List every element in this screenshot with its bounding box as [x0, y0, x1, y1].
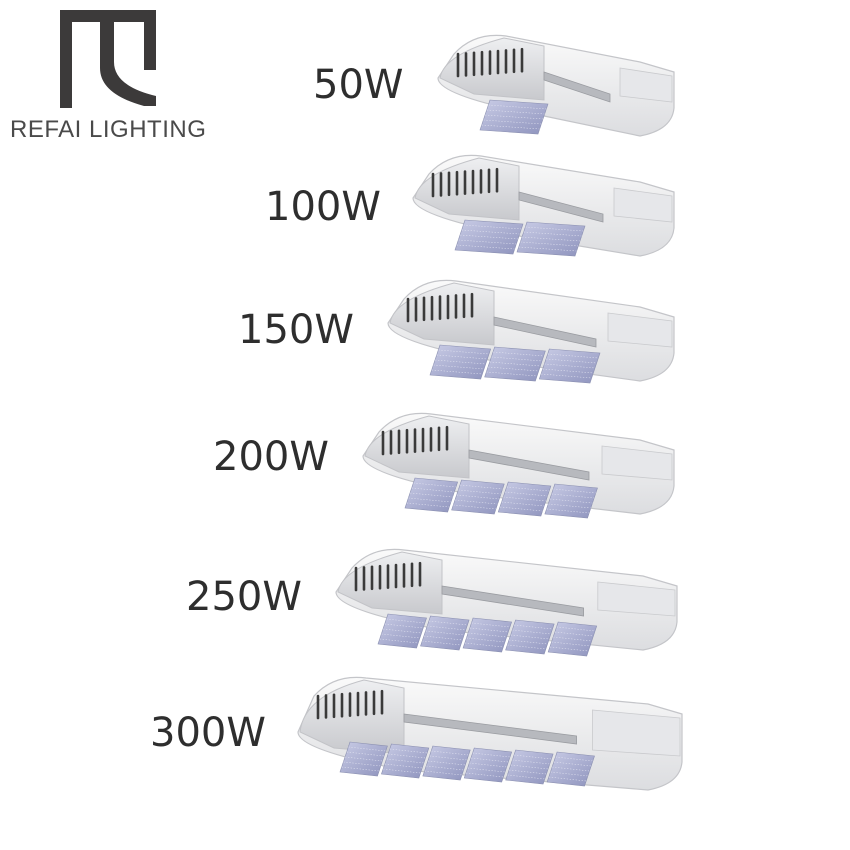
product-300w: 300W	[0, 664, 850, 792]
street-light-image	[387, 279, 675, 384]
brand-name: REFAI LIGHTING	[10, 116, 207, 143]
wattage-label: 250W	[186, 574, 302, 620]
street-light-image	[335, 548, 678, 657]
street-light-image	[412, 154, 675, 257]
wattage-label: 150W	[238, 307, 354, 353]
product-200w: 200W	[0, 400, 850, 528]
product-250w: 250W	[0, 536, 850, 664]
wattage-label: 100W	[265, 184, 381, 230]
wattage-label: 300W	[150, 710, 266, 756]
wattage-label: 200W	[213, 434, 329, 480]
refai-r-logo-icon	[60, 10, 156, 108]
street-light-image	[437, 34, 675, 137]
product-100w: 100W	[0, 142, 850, 270]
product-50w: 50W	[0, 22, 850, 150]
street-light-image	[362, 412, 675, 519]
wattage-label: 50W	[313, 62, 404, 108]
product-150w: 150W	[0, 267, 850, 395]
street-light-image	[297, 676, 683, 791]
